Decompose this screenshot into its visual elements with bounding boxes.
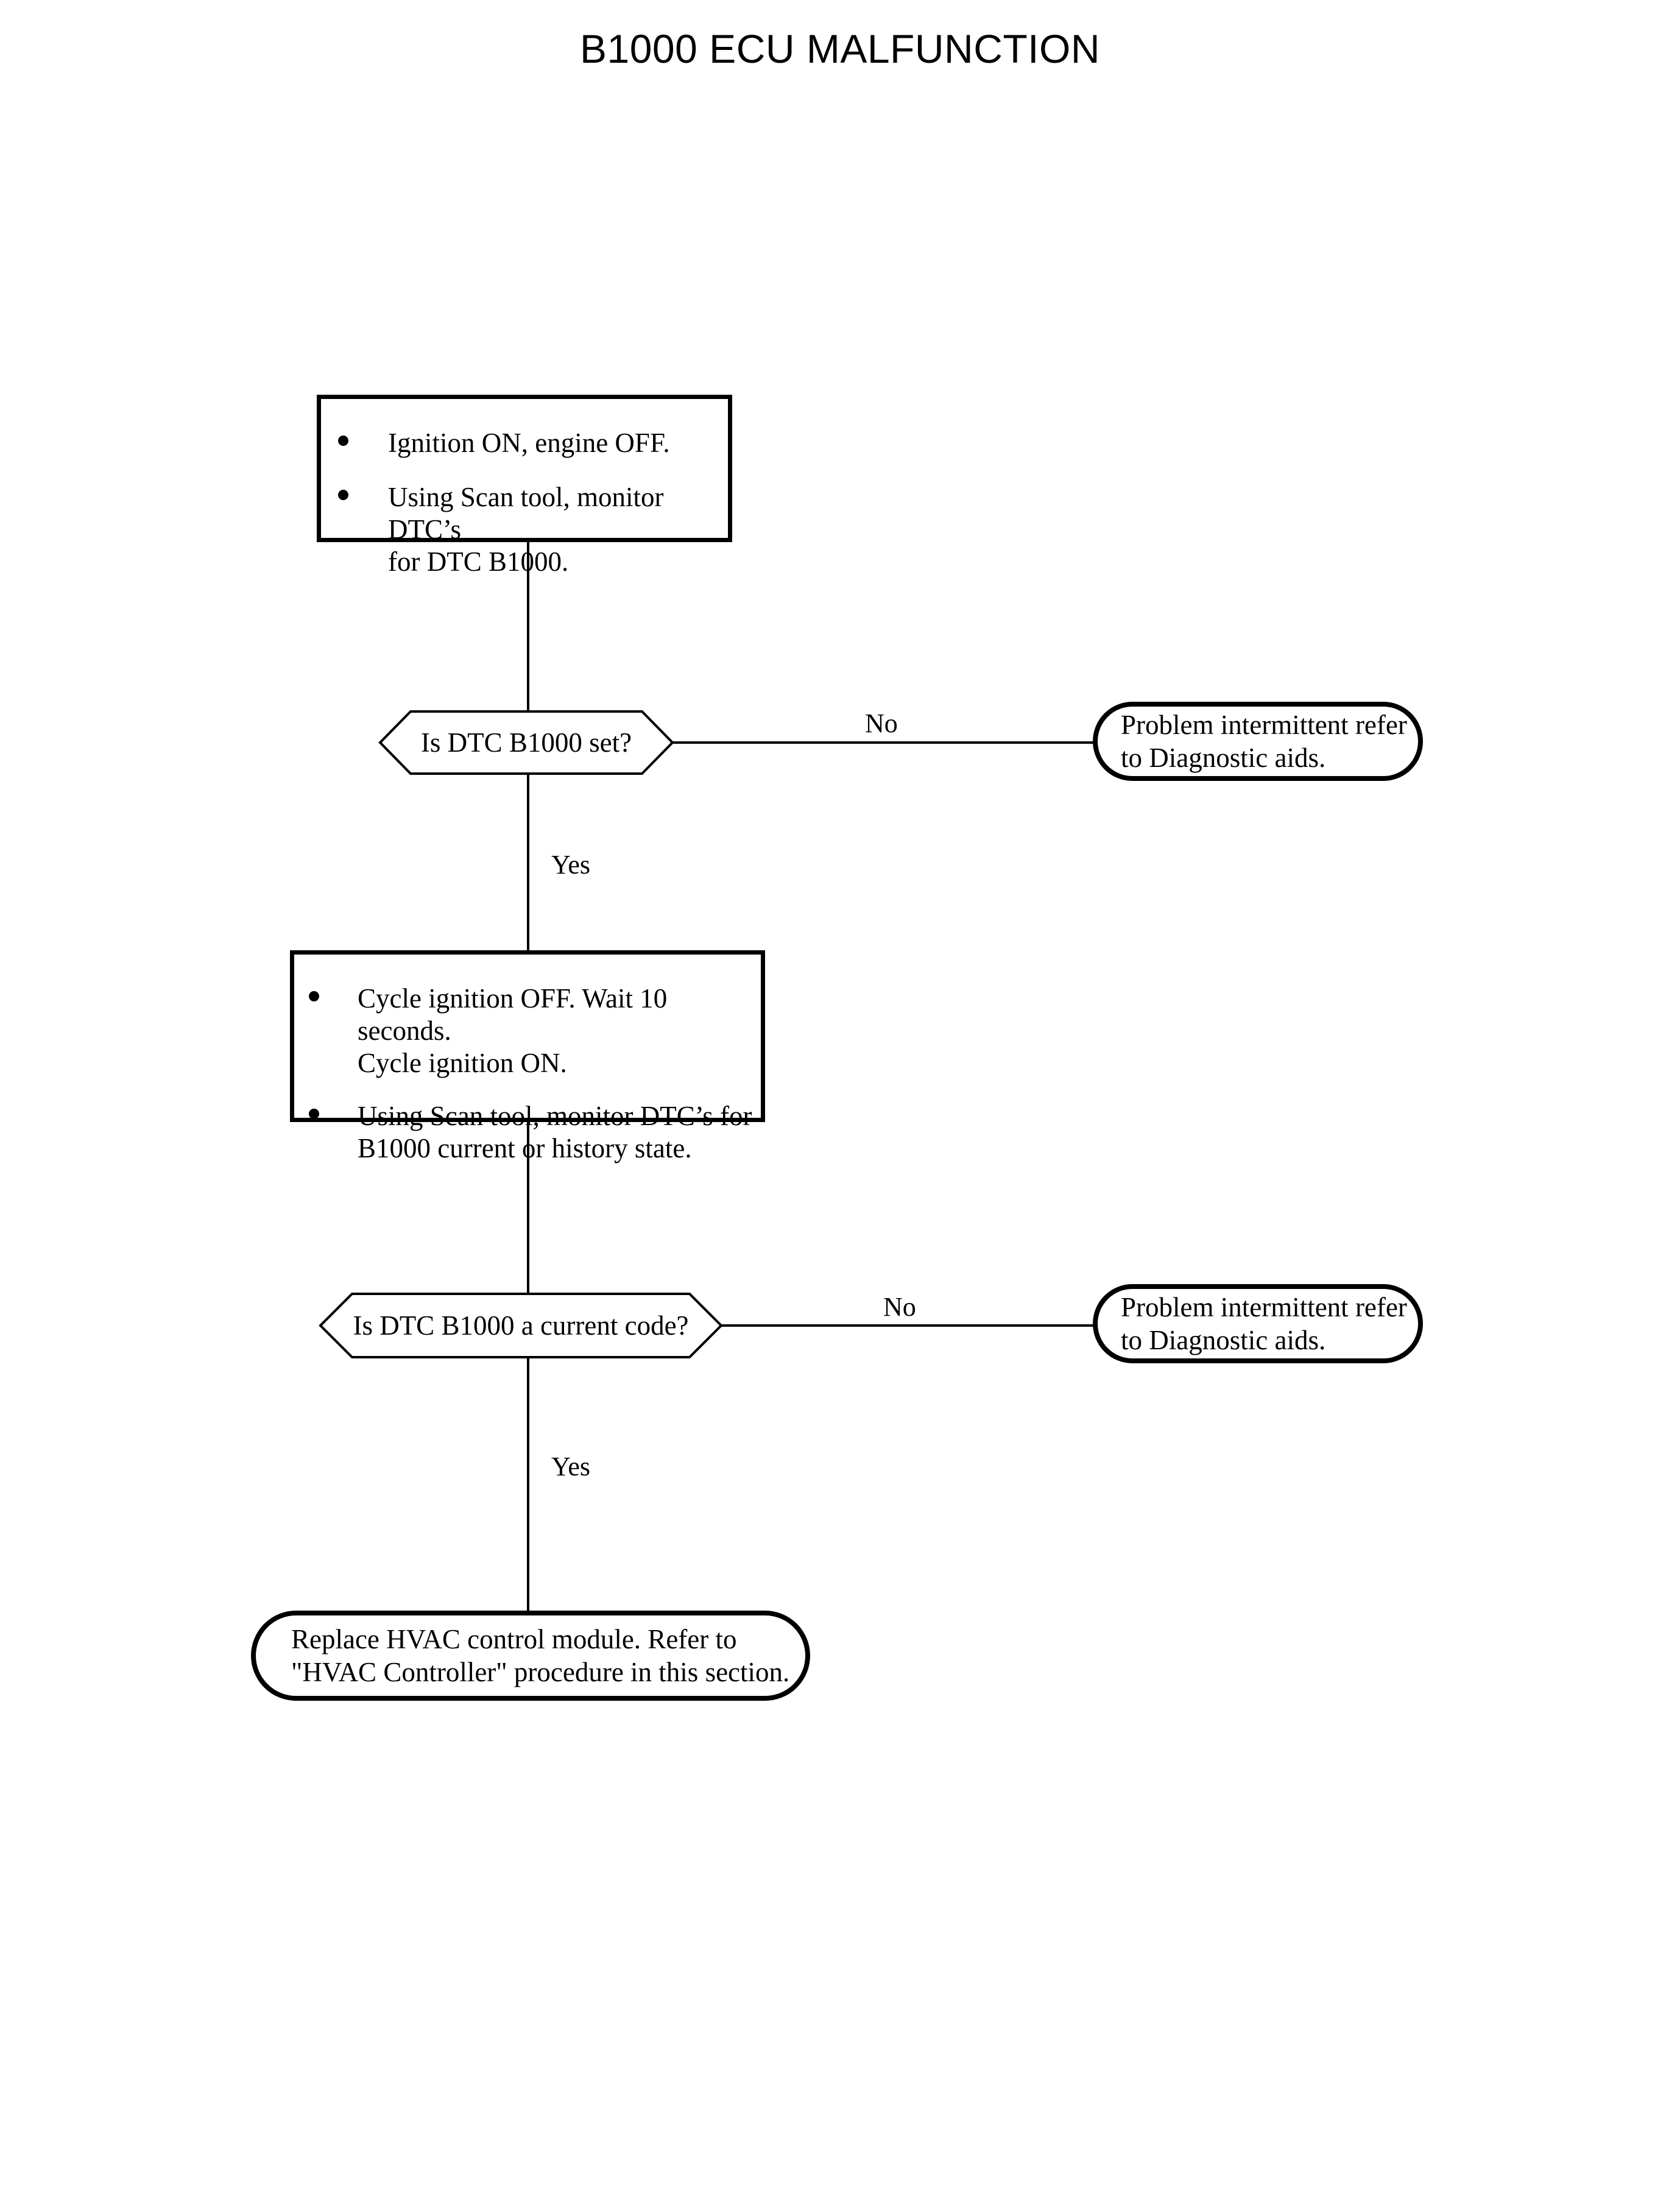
step1-bullet-1-text: Ignition ON, engine OFF.	[388, 428, 670, 458]
edge-label-no-1: No	[865, 708, 898, 738]
list-item: Using Scan tool, monitor DTC’s for DTC B…	[338, 481, 728, 578]
terminator-outcome-2: Problem intermittent refer to Diagnostic…	[1093, 1284, 1423, 1363]
decision1-question: Is DTC B1000 set?	[420, 727, 632, 758]
terminator-outcome-1: Problem intermittent refer to Diagnostic…	[1093, 702, 1423, 781]
decision-hexagon-1: Is DTC B1000 set?	[378, 710, 674, 775]
step1-bullet-list: Ignition ON, engine OFF. Using Scan tool…	[338, 427, 728, 578]
process-box-step2: Cycle ignition OFF. Wait 10 seconds. Cyc…	[290, 950, 765, 1163]
decision-hexagon-2: Is DTC B1000 a current code?	[319, 1293, 723, 1358]
connector-decision2-yes	[527, 1357, 529, 1612]
connector-decision1-yes	[527, 774, 529, 951]
list-item: Using Scan tool, monitor DTC’s for B1000…	[309, 1100, 761, 1165]
bullet-icon	[338, 435, 348, 446]
bullet-icon	[309, 990, 319, 1001]
edge-label-no-2: No	[883, 1292, 916, 1322]
final-action-text: Replace HVAC control module. Refer to "H…	[291, 1624, 790, 1687]
edge-label-yes-1: Yes	[551, 850, 591, 880]
step2-bullet-1-text: Cycle ignition OFF. Wait 10 seconds. Cyc…	[358, 983, 668, 1079]
outcome1-text: Problem intermittent refer to Diagnostic…	[1121, 710, 1407, 773]
connector-decision2-no	[721, 1324, 1096, 1327]
step2-bullet-list: Cycle ignition OFF. Wait 10 seconds. Cyc…	[309, 983, 761, 1165]
bullet-icon	[338, 489, 348, 500]
bullet-icon	[309, 1108, 319, 1119]
list-item: Ignition ON, engine OFF.	[338, 427, 728, 459]
outcome2-text: Problem intermittent refer to Diagnostic…	[1121, 1292, 1407, 1355]
edge-label-yes-2: Yes	[551, 1452, 591, 1481]
connector-step2-to-decision2	[527, 1122, 529, 1294]
step2-bullet-2-text: Using Scan tool, monitor DTC’s for B1000…	[358, 1101, 752, 1164]
connector-decision1-no	[672, 741, 1095, 744]
process-box-step1: Ignition ON, engine OFF. Using Scan tool…	[317, 395, 732, 577]
step1-bullet-2-text: Using Scan tool, monitor DTC’s for DTC B…	[388, 482, 664, 577]
connector-step1-to-decision1	[527, 542, 529, 711]
list-item: Cycle ignition OFF. Wait 10 seconds. Cyc…	[309, 983, 761, 1079]
terminator-final-action: Replace HVAC control module. Refer to "H…	[251, 1611, 810, 1701]
decision2-question: Is DTC B1000 a current code?	[353, 1310, 689, 1341]
page-title: B1000 ECU MALFUNCTION	[579, 26, 1101, 71]
